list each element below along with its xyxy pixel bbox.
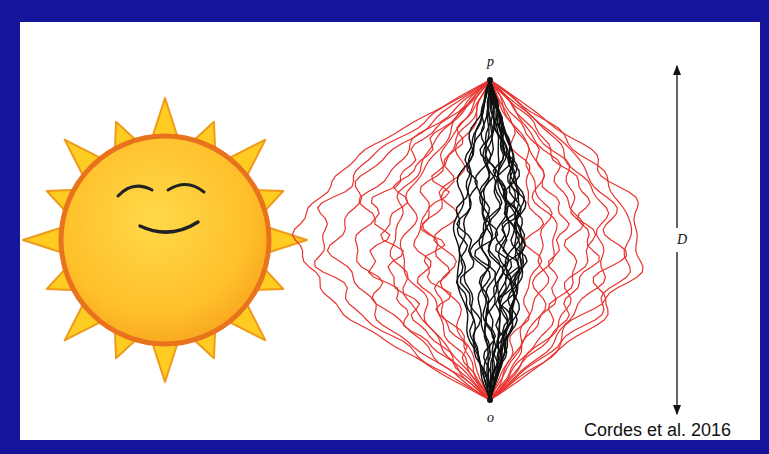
propagation-path — [490, 80, 527, 400]
propagation-path — [490, 80, 609, 400]
dimension-label: D — [675, 232, 689, 248]
propagation-path — [327, 80, 490, 400]
propagation-path — [490, 80, 643, 400]
point-label: p — [485, 54, 496, 70]
propagation-path — [434, 80, 490, 400]
propagation-path — [414, 80, 490, 400]
propagation-path — [422, 80, 490, 400]
propagation-path — [381, 80, 490, 400]
dimension-arrow — [676, 66, 677, 228]
credit-text: Cordes et al. 2016 — [584, 421, 731, 439]
scattered-paths — [292, 80, 643, 400]
point-dot — [487, 77, 493, 83]
propagation-path — [390, 80, 490, 400]
propagation-path — [470, 80, 491, 400]
sun-body — [61, 136, 269, 344]
propagation-path — [315, 80, 490, 400]
propagation-path — [421, 80, 490, 400]
dimension-arrow — [676, 252, 677, 414]
propagation-path — [369, 80, 490, 400]
propagation-path — [490, 80, 632, 400]
propagation-path — [490, 80, 596, 400]
sun-eye — [168, 184, 204, 192]
propagation-path — [355, 80, 490, 400]
sun-eye — [118, 186, 152, 196]
propagation-path — [479, 80, 490, 400]
propagation-path — [490, 80, 526, 400]
propagation-path — [490, 80, 599, 400]
propagation-path — [490, 80, 557, 400]
propagation-path — [292, 80, 490, 400]
point-label: o — [485, 410, 496, 426]
sun-rays — [23, 98, 307, 382]
direct-paths — [454, 80, 528, 400]
propagation-path — [457, 80, 491, 400]
propagation-path — [490, 80, 584, 400]
sun-smile — [140, 222, 198, 232]
point-dot — [487, 397, 493, 403]
